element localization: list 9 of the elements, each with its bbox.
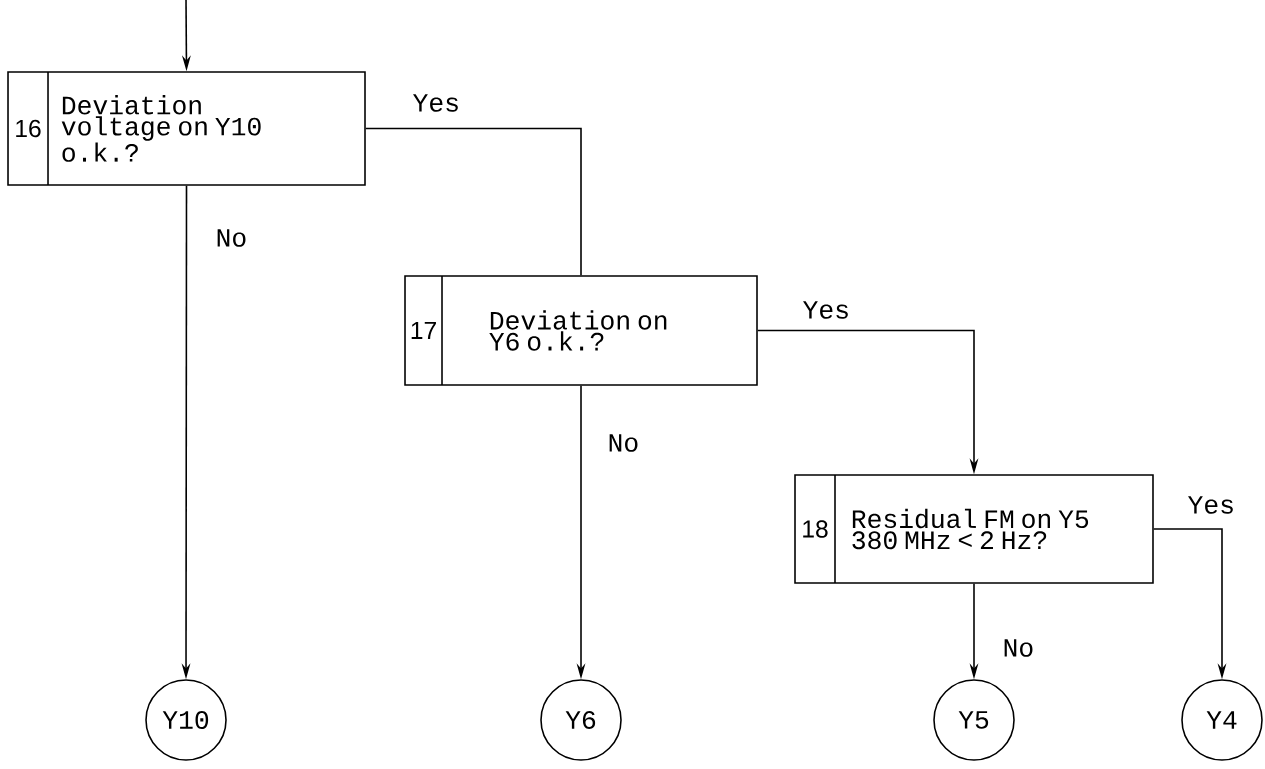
edge-label: Yes [410, 92, 462, 114]
decision-box: 16 Deviation voltage on Y10 o.k.? [7, 71, 366, 186]
edge-label: No [213, 227, 249, 249]
edge-label: Yes [1185, 494, 1237, 516]
edge-label: Yes [800, 299, 852, 321]
edge-label: No [605, 432, 641, 454]
decision-box: 18 Residual FM on Y5 380 MHz < 2 Hz? [794, 474, 1154, 584]
decision-box: 17 Deviation on Y6 o.k.? [404, 275, 758, 386]
edge-label: No [1000, 637, 1036, 659]
